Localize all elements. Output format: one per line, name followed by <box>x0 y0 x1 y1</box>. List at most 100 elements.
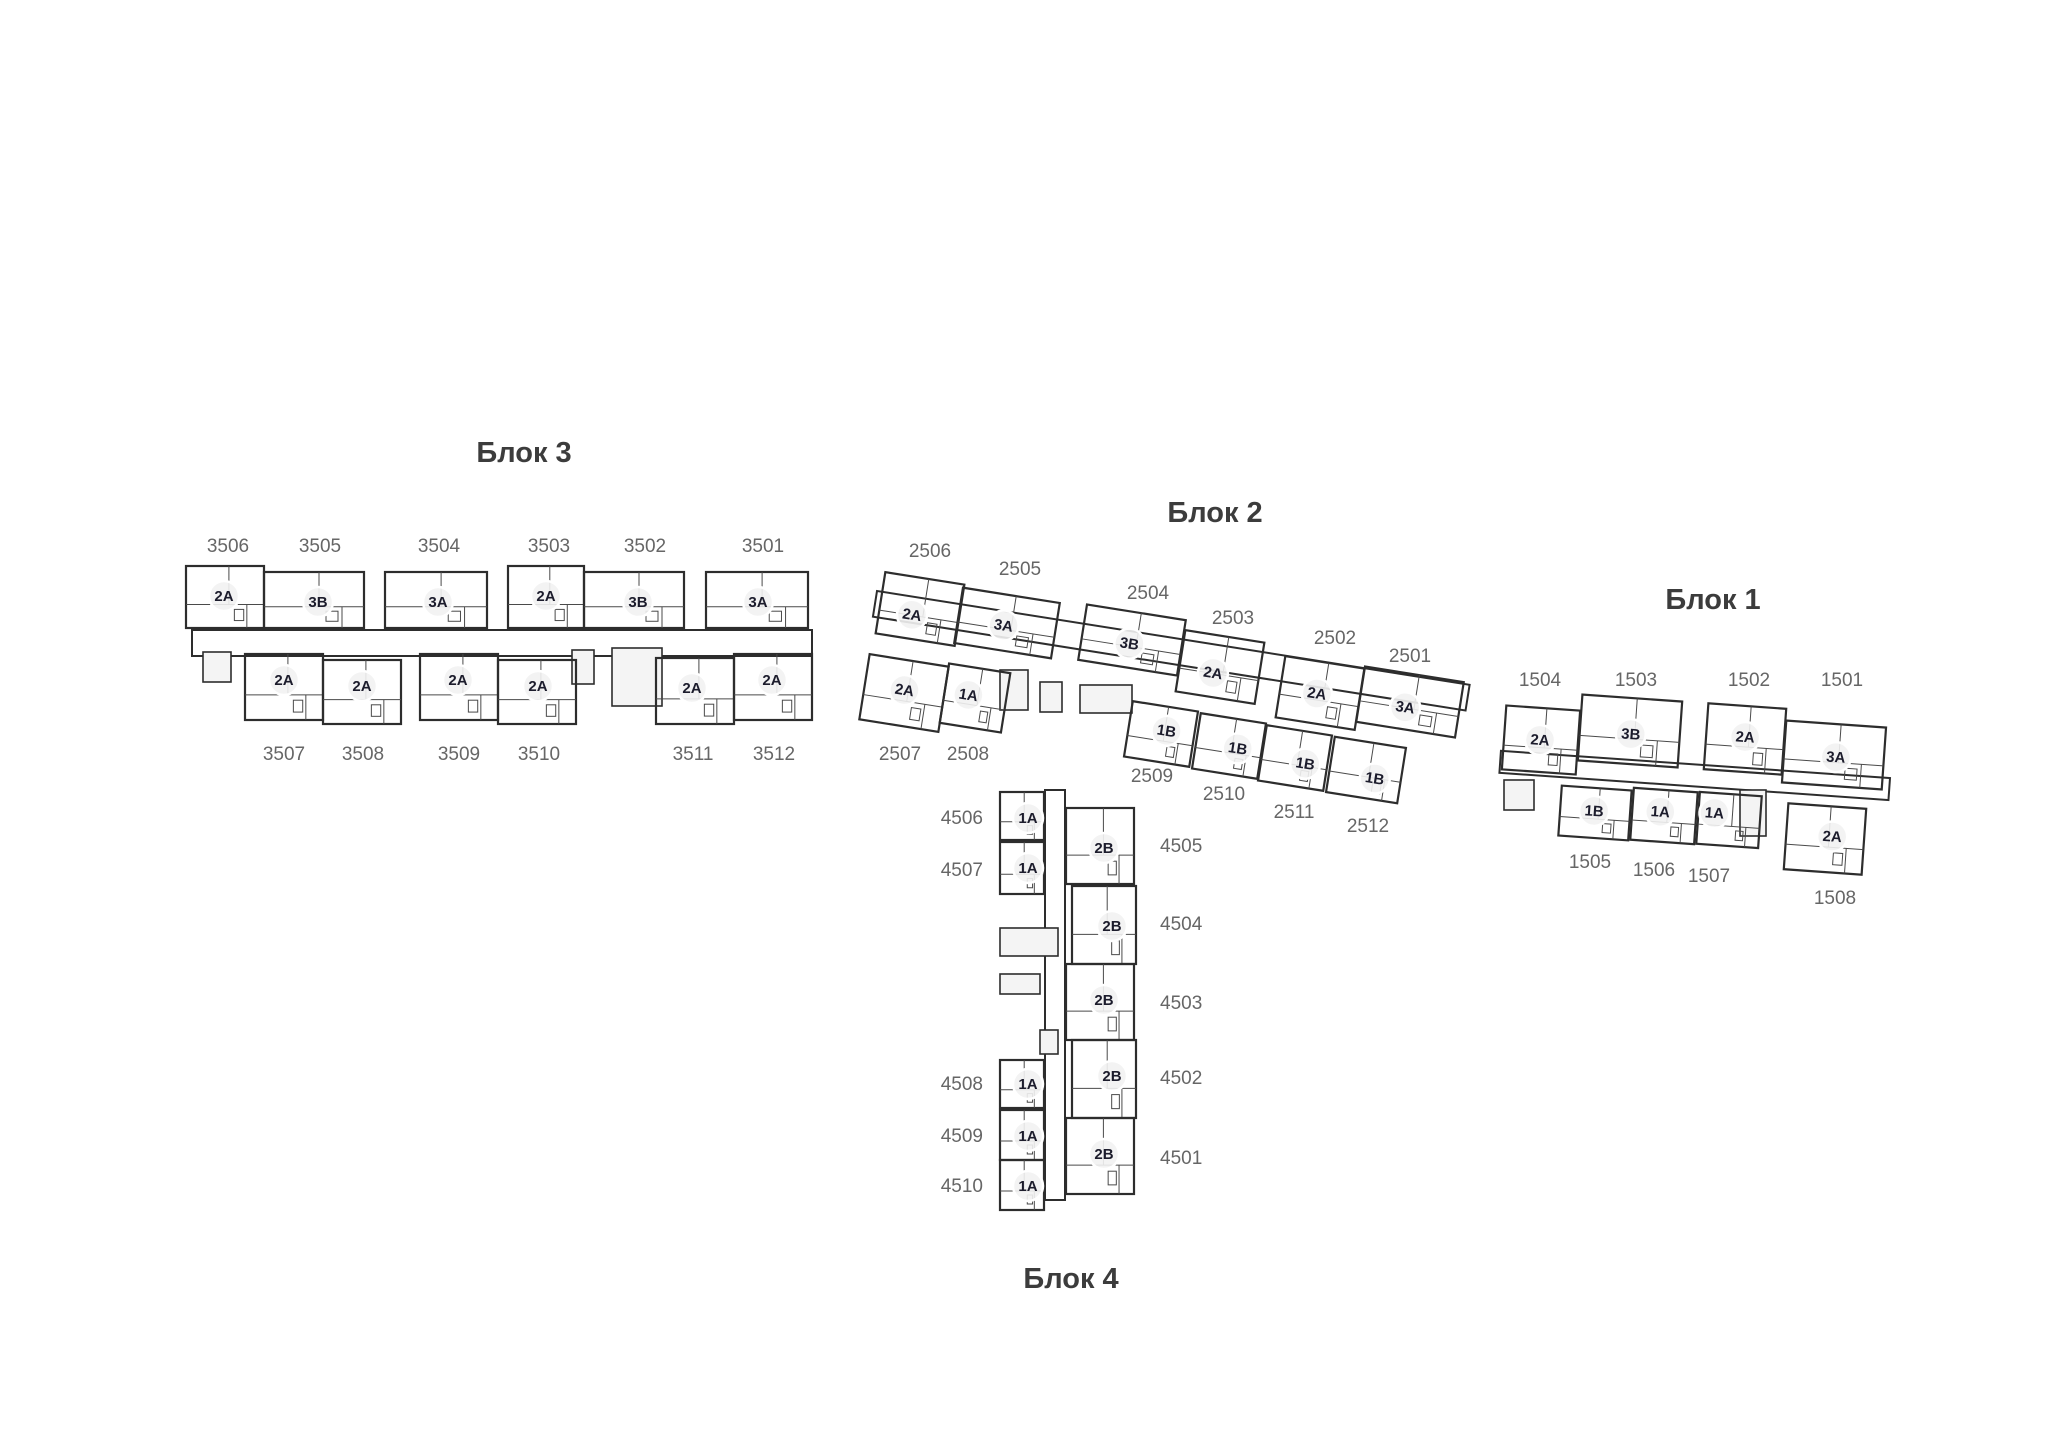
unit-footprint <box>1256 723 1334 793</box>
apartment-unit-3506[interactable]: 2A <box>184 564 266 630</box>
unit-number-label: 2501 <box>1389 646 1431 667</box>
unit-type-label: 3B <box>1621 725 1641 743</box>
unit-type-label: 1A <box>958 686 980 706</box>
apartment-unit-2509[interactable]: 1B <box>1122 699 1200 769</box>
unit-number-label: 2502 <box>1314 628 1356 649</box>
stair-core <box>999 927 1059 1055</box>
unit-type-badge <box>421 585 455 619</box>
unit-number-label: 4506 <box>941 808 983 829</box>
unit-type-badge <box>1011 1169 1045 1203</box>
apartment-unit-3504[interactable]: 3A <box>383 570 489 630</box>
unit-type-badge <box>1358 762 1392 795</box>
block-2-title: Блок 2 <box>1167 497 1262 529</box>
unit-number-label: 1504 <box>1519 670 1562 691</box>
apartment-unit-2502[interactable]: 2A <box>1274 654 1366 732</box>
apartment-unit-4507[interactable]: 1A <box>998 840 1046 896</box>
block-3-title: Блок 3 <box>476 437 571 469</box>
unit-type-label: 3B <box>1119 634 1141 654</box>
unit-number-label: 3510 <box>518 744 560 765</box>
unit-type-badge <box>1095 909 1129 943</box>
apartment-unit-2503[interactable]: 2A <box>1174 628 1266 706</box>
unit-type-badge <box>1196 656 1230 690</box>
unit-footprint <box>321 658 403 726</box>
unit-number-label: 2503 <box>1212 608 1254 629</box>
apartment-unit-4503[interactable]: 2B <box>1064 962 1136 1042</box>
apartment-unit-3507[interactable]: 2A <box>243 652 325 722</box>
unit-type-badge <box>987 609 1020 642</box>
unit-type-badge <box>1644 795 1677 828</box>
apartment-unit-2512[interactable]: 1B <box>1324 735 1408 805</box>
apartment-unit-4505[interactable]: 2B <box>1064 806 1136 886</box>
stair-core <box>999 669 1133 714</box>
unit-number-label: 4505 <box>1160 836 1202 857</box>
apartment-unit-3512[interactable]: 2A <box>732 652 814 722</box>
apartment-unit-4502[interactable]: 2B <box>1070 1038 1138 1120</box>
apartment-unit-3505[interactable]: 3B <box>262 570 366 630</box>
apartment-unit-2504[interactable]: 3B <box>1076 603 1188 677</box>
apartment-unit-4506[interactable]: 1A <box>998 790 1046 842</box>
unit-type-label: 3A <box>1826 748 1846 766</box>
apartment-unit-1506[interactable]: 1A <box>1629 786 1699 846</box>
block-4-title: Блок 4 <box>1023 1263 1118 1295</box>
unit-footprint <box>1629 786 1699 846</box>
apartment-unit-1508[interactable]: 2A <box>1782 802 1868 876</box>
unit-footprint <box>952 586 1062 660</box>
apartment-unit-3508[interactable]: 2A <box>321 658 403 726</box>
apartment-unit-4508[interactable]: 1A <box>998 1058 1046 1110</box>
apartment-unit-2508[interactable]: 1A <box>938 662 1012 734</box>
unit-number-label: 1505 <box>1569 852 1611 873</box>
unit-type-badge <box>1728 720 1762 754</box>
unit-number-label: 2508 <box>947 744 989 765</box>
unit-footprint <box>1324 735 1408 805</box>
apartment-unit-3501[interactable]: 3A <box>704 570 810 630</box>
apartment-unit-1505[interactable]: 1B <box>1557 784 1633 842</box>
apartment-unit-1503[interactable]: 3B <box>1576 693 1684 769</box>
apartment-unit-2511[interactable]: 1B <box>1256 723 1334 793</box>
unit-number-label: 3501 <box>742 536 784 557</box>
apartment-unit-3502[interactable]: 3B <box>582 570 686 630</box>
apartment-unit-3509[interactable]: 2A <box>418 652 500 722</box>
apartment-unit-4501[interactable]: 2B <box>1064 1116 1136 1196</box>
unit-type-label: 2A <box>528 678 547 695</box>
unit-number-label: 2505 <box>999 559 1041 580</box>
apartment-unit-4510[interactable]: 1A <box>998 1158 1046 1212</box>
corridor <box>1498 749 1892 802</box>
unit-number-label: 4502 <box>1160 1068 1202 1089</box>
unit-number-label: 3507 <box>263 744 305 765</box>
unit-footprint <box>1500 704 1582 776</box>
unit-type-badge <box>755 663 789 697</box>
unit-type-label: 1B <box>1156 721 1178 741</box>
unit-type-badge <box>1388 691 1422 724</box>
apartment-unit-4509[interactable]: 1A <box>998 1108 1046 1162</box>
corridor <box>1044 789 1066 1201</box>
apartment-unit-4504[interactable]: 2B <box>1070 884 1138 966</box>
apartment-unit-2510[interactable]: 1B <box>1190 711 1268 781</box>
apartment-unit-3511[interactable]: 2A <box>654 656 736 726</box>
unit-type-badge <box>1614 717 1648 751</box>
unit-type-badge <box>741 585 775 619</box>
unit-footprint <box>732 652 814 722</box>
unit-footprint <box>1122 699 1200 769</box>
apartment-unit-2501[interactable]: 3A <box>1354 665 1466 739</box>
unit-type-badge <box>441 663 475 697</box>
unit-number-label: 3508 <box>342 744 384 765</box>
unit-footprint <box>704 570 810 630</box>
unit-footprint <box>1695 790 1763 850</box>
unit-type-label: 2A <box>901 605 923 625</box>
unit-number-label: 4504 <box>1160 914 1203 935</box>
unit-number-label: 2509 <box>1131 766 1173 787</box>
apartment-unit-1501[interactable]: 3A <box>1780 719 1888 791</box>
apartment-unit-1504[interactable]: 2A <box>1500 704 1582 776</box>
unit-type-label: 1B <box>1584 802 1604 820</box>
unit-number-label: 3512 <box>753 744 795 765</box>
unit-type-label: 1B <box>1364 769 1386 789</box>
apartment-unit-1502[interactable]: 2A <box>1702 702 1788 776</box>
apartment-unit-2505[interactable]: 3A <box>952 586 1062 660</box>
apartment-unit-1507[interactable]: 1A <box>1695 790 1763 850</box>
apartment-unit-2507[interactable]: 2A <box>858 652 950 734</box>
apartment-unit-3510[interactable]: 2A <box>496 658 578 726</box>
unit-type-badge <box>1221 732 1254 765</box>
unit-number-label: 4503 <box>1160 993 1202 1014</box>
unit-number-label: 2510 <box>1203 784 1245 805</box>
unit-number-label: 4508 <box>941 1074 983 1095</box>
